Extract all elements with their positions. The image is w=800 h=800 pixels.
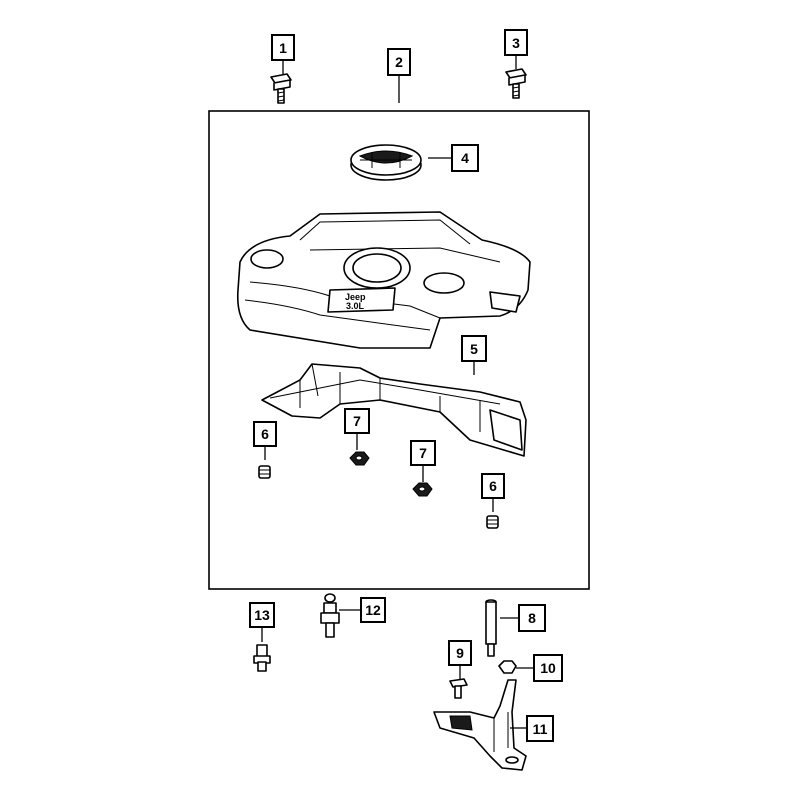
callout-1-number: 1 xyxy=(279,40,287,56)
callout-5-number: 5 xyxy=(470,341,478,357)
part-2-engine-cover: Jeep 3.0L xyxy=(236,211,531,349)
callout-5: 5 xyxy=(461,335,487,362)
callout-12: 12 xyxy=(360,597,386,623)
part-4-oil-filler-cap xyxy=(350,144,422,181)
part-7-nut-left xyxy=(349,451,370,466)
part-1-bolt xyxy=(270,73,292,104)
callout-10-number: 10 xyxy=(540,660,556,676)
callout-8: 8 xyxy=(518,604,546,632)
callout-11: 11 xyxy=(526,715,554,742)
part-10-nut xyxy=(498,660,517,674)
callout-13-number: 13 xyxy=(254,607,270,623)
callout-12-number: 12 xyxy=(365,602,381,618)
callout-7a: 7 xyxy=(344,408,370,434)
part-3-bolt xyxy=(505,68,527,99)
callout-6b-number: 6 xyxy=(489,478,497,494)
part-12-ball-stud xyxy=(320,593,340,638)
part-13-stud xyxy=(253,644,271,672)
part-7-nut-right xyxy=(412,482,433,497)
cover-logo-brand: Jeep xyxy=(345,292,366,302)
cover-logo-engine-badge: 3.0L xyxy=(346,301,365,311)
part-9-bolt xyxy=(449,678,468,699)
callout-3-number: 3 xyxy=(512,35,520,51)
part-8-standoff xyxy=(485,599,497,657)
part-6-grommet-right xyxy=(486,515,499,529)
part-5-insulator xyxy=(261,363,527,457)
callout-3: 3 xyxy=(504,29,528,56)
callout-6b: 6 xyxy=(481,473,505,499)
callout-7b: 7 xyxy=(410,440,436,466)
assembly-group-frame xyxy=(208,110,590,590)
callout-2-number: 2 xyxy=(395,54,403,70)
part-11-bracket xyxy=(433,679,527,771)
callout-6a-number: 6 xyxy=(261,426,269,442)
callout-11-number: 11 xyxy=(533,721,548,737)
callout-10: 10 xyxy=(533,654,563,682)
callout-6a: 6 xyxy=(253,421,277,447)
callout-7a-number: 7 xyxy=(353,413,361,429)
callout-9-number: 9 xyxy=(456,645,464,661)
part-6-grommet-left xyxy=(258,465,271,479)
callout-8-number: 8 xyxy=(528,610,536,626)
callout-13: 13 xyxy=(249,602,275,628)
callout-4-number: 4 xyxy=(461,150,469,166)
callout-4: 4 xyxy=(451,144,479,172)
callout-1: 1 xyxy=(271,34,295,61)
callout-2: 2 xyxy=(387,48,411,76)
callout-9: 9 xyxy=(448,640,472,666)
callout-7b-number: 7 xyxy=(419,445,427,461)
